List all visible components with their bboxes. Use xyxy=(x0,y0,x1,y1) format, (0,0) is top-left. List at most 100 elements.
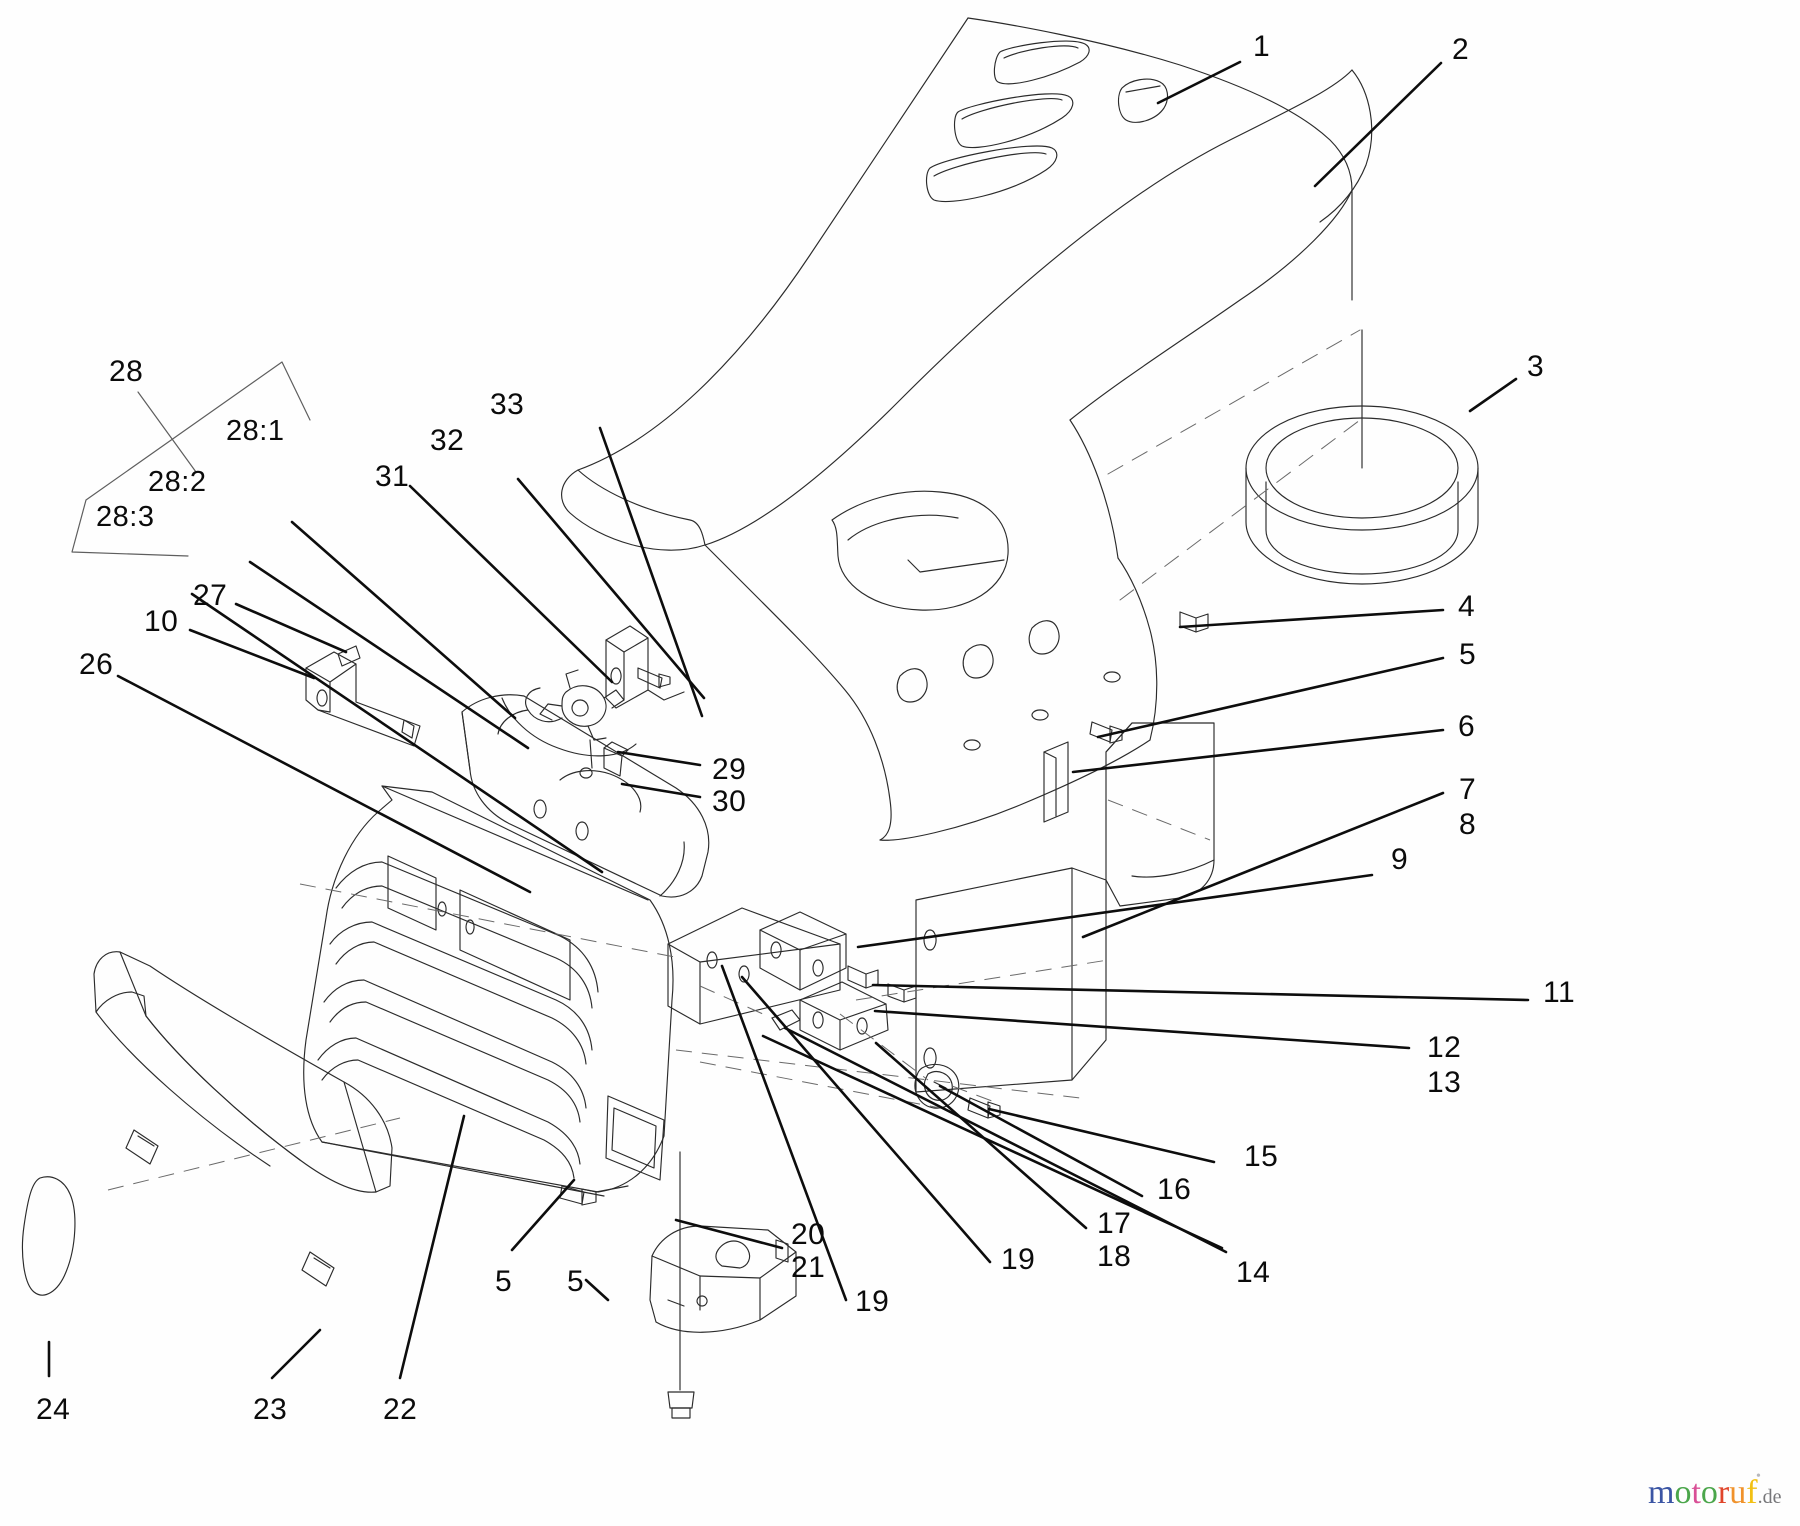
callout-30[interactable]: 30 xyxy=(712,785,747,818)
callout-15[interactable]: 15 xyxy=(1244,1140,1279,1173)
nut-4 xyxy=(1179,611,1209,633)
watermark-suffix: .de xyxy=(1757,1486,1782,1508)
leader-14a xyxy=(761,1034,1224,1250)
grille-panel xyxy=(303,785,674,1197)
leader-4 xyxy=(1178,608,1445,629)
watermark-letter-u: u xyxy=(1729,1474,1747,1511)
callout-19-a[interactable]: 19 xyxy=(1001,1243,1036,1276)
front-bumper xyxy=(93,951,393,1287)
leader-16 xyxy=(938,1084,1144,1198)
watermark-letter-f: f xyxy=(1746,1474,1758,1511)
air-filter-ring xyxy=(1245,329,1479,585)
callout-3[interactable]: 3 xyxy=(1527,350,1545,383)
leader-14b xyxy=(783,1026,1228,1254)
callout-22[interactable]: 22 xyxy=(383,1393,418,1426)
callout-2[interactable]: 2 xyxy=(1452,33,1470,66)
leader-22 xyxy=(398,1114,466,1380)
callout-1[interactable]: 1 xyxy=(1253,30,1271,63)
callout-28-3[interactable]: 28:3 xyxy=(96,501,155,533)
callout-31[interactable]: 31 xyxy=(375,460,410,493)
leader-6 xyxy=(1071,728,1445,774)
leader-10 xyxy=(188,628,316,680)
callout-32[interactable]: 32 xyxy=(430,424,465,457)
callout-28-1[interactable]: 28:1 xyxy=(226,415,285,447)
leader-29 xyxy=(616,750,702,767)
leader-11 xyxy=(871,983,1530,1002)
watermark-letter-o2: o xyxy=(1700,1474,1718,1511)
callout-7[interactable]: 7 xyxy=(1459,773,1477,806)
construction-lines xyxy=(107,799,1211,1191)
callout-27[interactable]: 27 xyxy=(193,579,228,612)
side-panel xyxy=(915,722,1215,1093)
callout-17[interactable]: 17 xyxy=(1097,1207,1132,1240)
callout-5-bottom-left[interactable]: 5 xyxy=(495,1265,513,1298)
motoruf-watermark: •motoruf.de xyxy=(1648,1470,1782,1511)
leader-28-2 xyxy=(248,560,530,750)
leader-28-1 xyxy=(290,520,517,720)
callout-26[interactable]: 26 xyxy=(79,648,114,681)
callout-24[interactable]: 24 xyxy=(36,1393,71,1426)
leader-1 xyxy=(1156,60,1242,105)
callout-28-2[interactable]: 28:2 xyxy=(148,466,207,498)
leader-31 xyxy=(408,484,614,684)
leader-9 xyxy=(856,873,1374,949)
callout-18[interactable]: 18 xyxy=(1097,1240,1132,1273)
support-plate xyxy=(649,1151,797,1419)
callout-10[interactable]: 10 xyxy=(144,605,179,638)
leader-23 xyxy=(270,1328,322,1380)
bumper-cap xyxy=(21,1176,76,1296)
leader-19a xyxy=(740,975,992,1264)
callout-13[interactable]: 13 xyxy=(1427,1066,1462,1099)
hood-shell xyxy=(561,17,1373,841)
leader-3 xyxy=(1468,377,1518,413)
hinge-bracket-28 xyxy=(605,625,685,709)
hood-vents xyxy=(925,40,1090,203)
callout-5-bottom-right[interactable]: 5 xyxy=(567,1265,585,1298)
leader-5c xyxy=(584,1278,610,1302)
callout-16[interactable]: 16 xyxy=(1157,1173,1192,1206)
hood-latch-assembly xyxy=(497,669,629,779)
bracket-28 xyxy=(71,361,311,557)
screw-5-top xyxy=(1089,721,1123,744)
leader-30 xyxy=(620,782,702,799)
callout-19-b[interactable]: 19 xyxy=(855,1285,890,1318)
callout-28[interactable]: 28 xyxy=(109,355,144,388)
callout-23[interactable]: 23 xyxy=(253,1393,288,1426)
leader-28-3 xyxy=(190,592,604,874)
callout-20[interactable]: 20 xyxy=(791,1218,826,1251)
leader-20 xyxy=(674,1218,784,1250)
engine-shroud xyxy=(831,490,1121,751)
watermark-letter-t: t xyxy=(1691,1474,1701,1511)
leader-33 xyxy=(598,426,704,718)
callout-33[interactable]: 33 xyxy=(490,388,525,421)
callout-29[interactable]: 29 xyxy=(712,753,747,786)
hood-latch-tab xyxy=(1117,78,1169,123)
callout-8[interactable]: 8 xyxy=(1459,808,1477,841)
callout-11[interactable]: 11 xyxy=(1543,976,1576,1009)
callout-12[interactable]: 12 xyxy=(1427,1031,1462,1064)
bracket-6-tab xyxy=(1043,741,1069,823)
callout-21[interactable]: 21 xyxy=(791,1251,826,1284)
watermark-letter-r: r xyxy=(1717,1474,1730,1511)
leader-15 xyxy=(987,1107,1216,1164)
callout-9[interactable]: 9 xyxy=(1391,843,1409,876)
callout-4[interactable]: 4 xyxy=(1458,590,1476,623)
leader-17 xyxy=(874,1041,1088,1230)
leader-19b xyxy=(720,964,848,1302)
callout-6[interactable]: 6 xyxy=(1458,710,1476,743)
callout-5-right[interactable]: 5 xyxy=(1459,638,1477,671)
leader-12 xyxy=(873,1009,1411,1050)
leader-28-stub xyxy=(137,391,197,473)
watermark-letter-m: m xyxy=(1648,1474,1675,1511)
leader-5b xyxy=(510,1178,576,1252)
watermark-accent-dot: • xyxy=(1756,1469,1761,1484)
leader-2 xyxy=(1313,61,1443,188)
leader-7 xyxy=(1081,791,1445,939)
leader-5a xyxy=(1096,656,1445,739)
leader-32 xyxy=(516,477,706,700)
callout-14[interactable]: 14 xyxy=(1236,1256,1271,1289)
hood-support-bracket xyxy=(305,645,421,747)
